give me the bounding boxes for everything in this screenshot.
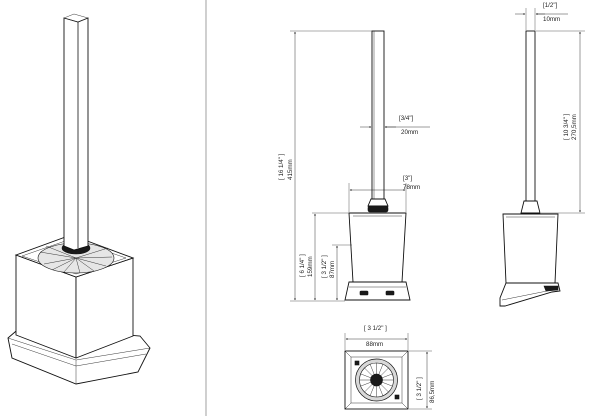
side-depth-in: [1/2"]	[543, 2, 558, 9]
top-depth-in: [ 3 1/2" ]	[416, 377, 423, 400]
cup-height-in: [ 3 1/2" ]	[321, 255, 328, 278]
holder-height-mm: 159mm	[307, 256, 314, 277]
cup-height-mm: 87mm	[329, 261, 336, 278]
front-view	[344, 30, 411, 301]
side-depth-mm: 10mm	[543, 16, 560, 23]
front-dimensions: [ 16 1/4" ] 415mm [ 6 1/4" ] 159mm [ 3 1…	[278, 30, 430, 302]
isometric-view	[7, 13, 151, 385]
top-view	[344, 350, 409, 410]
holder-height-in: [ 6 1/4" ]	[299, 254, 306, 277]
handle-width-mm: 20mm	[401, 129, 418, 136]
total-height-in: [ 16 1/4" ]	[278, 153, 285, 180]
side-height-in: [ 10 3/4" ]	[563, 113, 570, 140]
side-view	[499, 30, 561, 307]
total-height-mm: 415mm	[287, 159, 294, 180]
top-width-in: [ 3 1/2" ]	[364, 325, 387, 332]
side-height-mm: 270,5mm	[571, 114, 578, 140]
top-dimensions: [ 3 1/2" ] 88mm [ 3 1/2" ] 86,5mm	[344, 325, 436, 410]
top-width-mm: 88mm	[366, 341, 383, 348]
knob-width-mm: 78mm	[403, 184, 420, 191]
knob-width-in: [3"]	[403, 175, 412, 182]
handle-width-in: [3/4"]	[399, 115, 414, 122]
top-depth-mm: 86,5mm	[429, 381, 436, 403]
side-dimensions: [1/2"] 10mm [ 10 3/4" ] 270,5mm	[515, 2, 585, 214]
